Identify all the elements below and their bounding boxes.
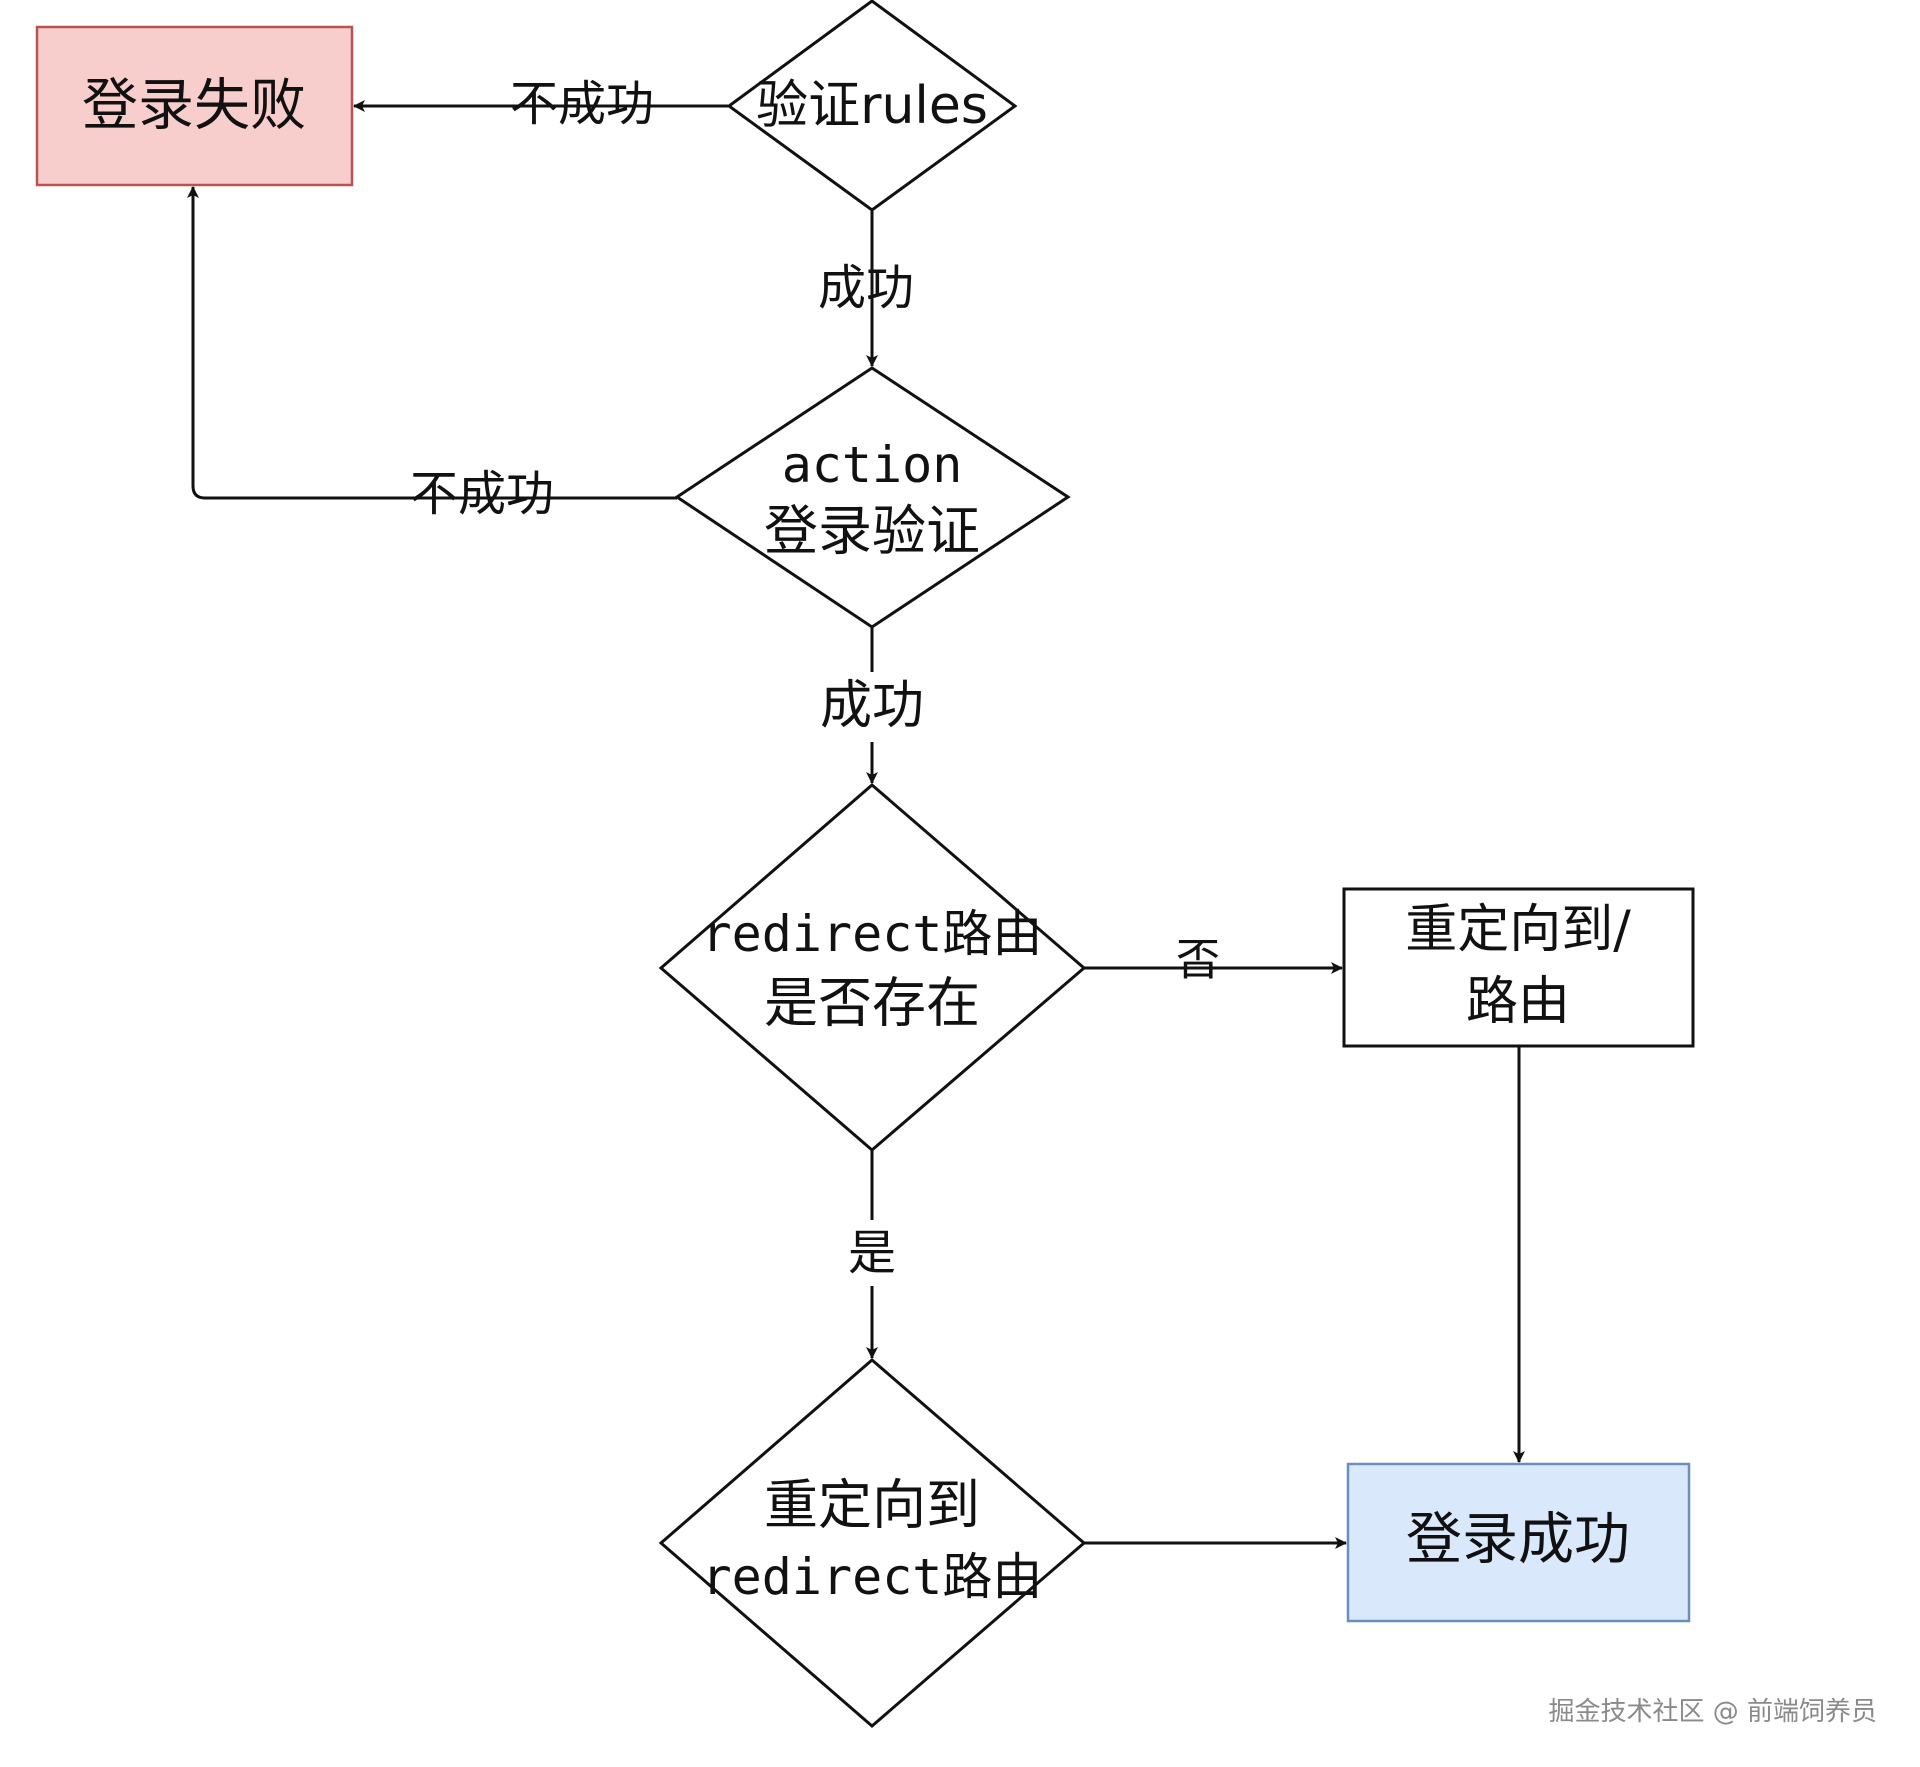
node-redirect-to-redirect[interactable]: 重定向到 redirect路由 <box>658 1358 1087 1728</box>
login-fail-label: 登录失败 <box>82 74 306 139</box>
edge-action-fail <box>187 186 677 500</box>
edge-label-redirect-yes: 是 <box>848 1225 896 1281</box>
validate-rules-label: 验证rules <box>756 76 988 136</box>
login-success-label: 登录成功 <box>1406 1508 1630 1573</box>
action-login-line1: action <box>782 436 963 494</box>
redirect-to-route-line1: 重定向到/ <box>1405 900 1631 960</box>
redirect-to-route-box <box>1342 887 1695 1048</box>
edge-label-action-success: 成功 <box>820 676 924 736</box>
edge-label-bg <box>840 1220 904 1286</box>
watermark: 掘金技术社区 @ 前端饲养员 <box>1548 1697 1877 1727</box>
edge-label-rules-success: 成功 <box>818 260 914 316</box>
login-success-box <box>1346 1462 1691 1623</box>
redirect-to-redirect-diamond <box>658 1358 1087 1728</box>
redirect-exists-line1: redirect路由 <box>702 905 1043 963</box>
redirect-to-redirect-line2: redirect路由 <box>702 1548 1043 1606</box>
edge-label-redirect-no: 否 <box>1176 935 1220 986</box>
edge-label-rules-fail: 不成功 <box>510 76 654 132</box>
node-action-login[interactable]: action 登录验证 <box>674 366 1071 629</box>
node-redirect-to-route[interactable]: 重定向到/ 路由 <box>1342 887 1695 1048</box>
node-validate-rules[interactable]: 验证rules <box>726 0 1018 212</box>
action-login-diamond <box>674 366 1071 629</box>
action-login-line2: 登录验证 <box>764 500 980 563</box>
edge-label-bg <box>812 672 932 742</box>
redirect-exists-line2: 是否存在 <box>764 972 980 1035</box>
redirect-to-redirect-line1: 重定向到 <box>764 1474 980 1537</box>
redirect-exists-diamond <box>658 783 1087 1152</box>
node-login-fail[interactable]: 登录失败 <box>35 25 354 187</box>
login-fail-box <box>35 25 354 187</box>
node-login-success[interactable]: 登录成功 <box>1346 1462 1691 1623</box>
edge-label-action-fail: 不成功 <box>410 466 554 522</box>
validate-rules-diamond <box>726 0 1018 212</box>
node-redirect-exists[interactable]: redirect路由 是否存在 <box>658 783 1087 1152</box>
redirect-to-route-line2: 路由 <box>1466 972 1570 1032</box>
